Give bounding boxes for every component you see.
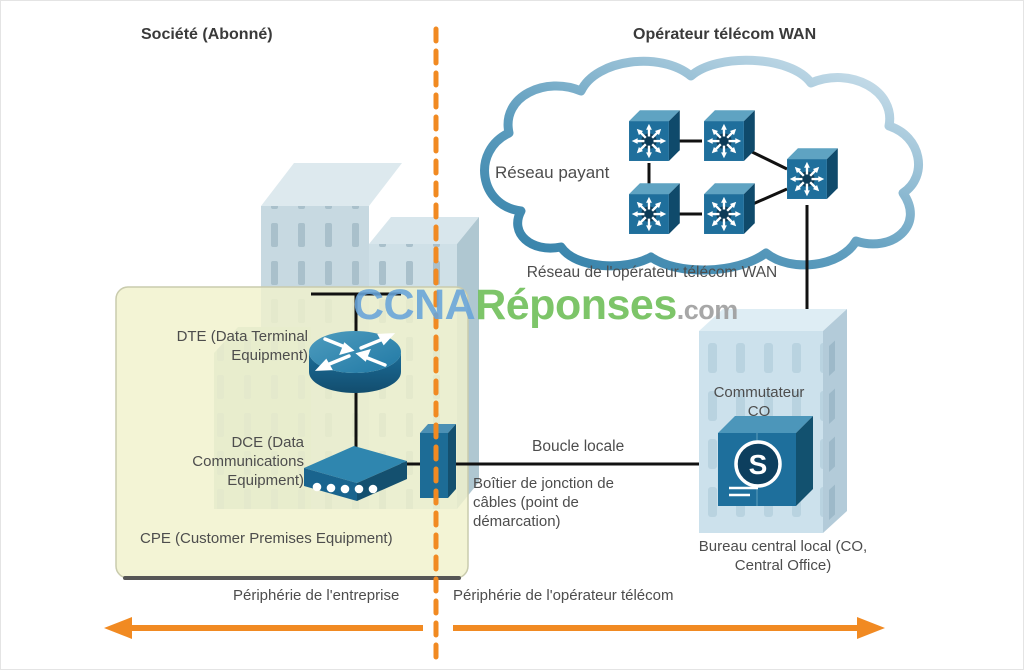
provider-header: Opérateur télécom WAN <box>633 26 817 43</box>
enterprise-edge-label: Périphérie de l'entreprise <box>233 587 400 604</box>
wan-switch-icon-1 <box>629 110 680 161</box>
watermark-com: .com <box>676 295 739 325</box>
local-loop-label: Boucle locale <box>532 438 625 455</box>
watermark: CCNARéponses.com <box>353 284 738 327</box>
watermark-ccna: CCNA <box>353 281 476 329</box>
wan-switch-icon-5 <box>787 148 838 199</box>
demarcation-box-icon <box>420 424 456 498</box>
co-switch-icon: S <box>718 416 813 506</box>
cpe-label: CPE (Customer Premises Equipment) <box>140 530 393 547</box>
toll-network-label: Réseau payant <box>495 163 610 182</box>
provider-edge-label: Périphérie de l'opérateur télécom <box>453 587 674 604</box>
demarcation-label: Boîtier de jonction de câbles (point de … <box>473 475 614 530</box>
cloud-caption: Réseau de l'opérateur télécom WAN <box>526 264 778 281</box>
provider-edge-arrow <box>453 617 885 639</box>
central-office-label: Bureau central local (CO, Central Office… <box>698 538 868 574</box>
enterprise-edge-arrow <box>104 617 423 639</box>
wan-switch-icon-4 <box>704 183 755 234</box>
svg-text:S: S <box>749 449 768 480</box>
subscriber-header: Société (Abonné) <box>141 26 273 43</box>
wan-switch-icon-2 <box>704 110 755 161</box>
wan-cloud <box>480 55 923 275</box>
router-icon <box>309 331 401 393</box>
co-switch-label: Commutateur CO <box>713 384 805 420</box>
modem-icon <box>304 446 407 501</box>
wan-switch-icon-3 <box>629 183 680 234</box>
dce-label: DCE (Data Communications Equipment) <box>192 434 304 489</box>
watermark-reponses: Réponses <box>475 281 677 329</box>
dte-label: DTE (Data Terminal Equipment) <box>176 328 308 364</box>
